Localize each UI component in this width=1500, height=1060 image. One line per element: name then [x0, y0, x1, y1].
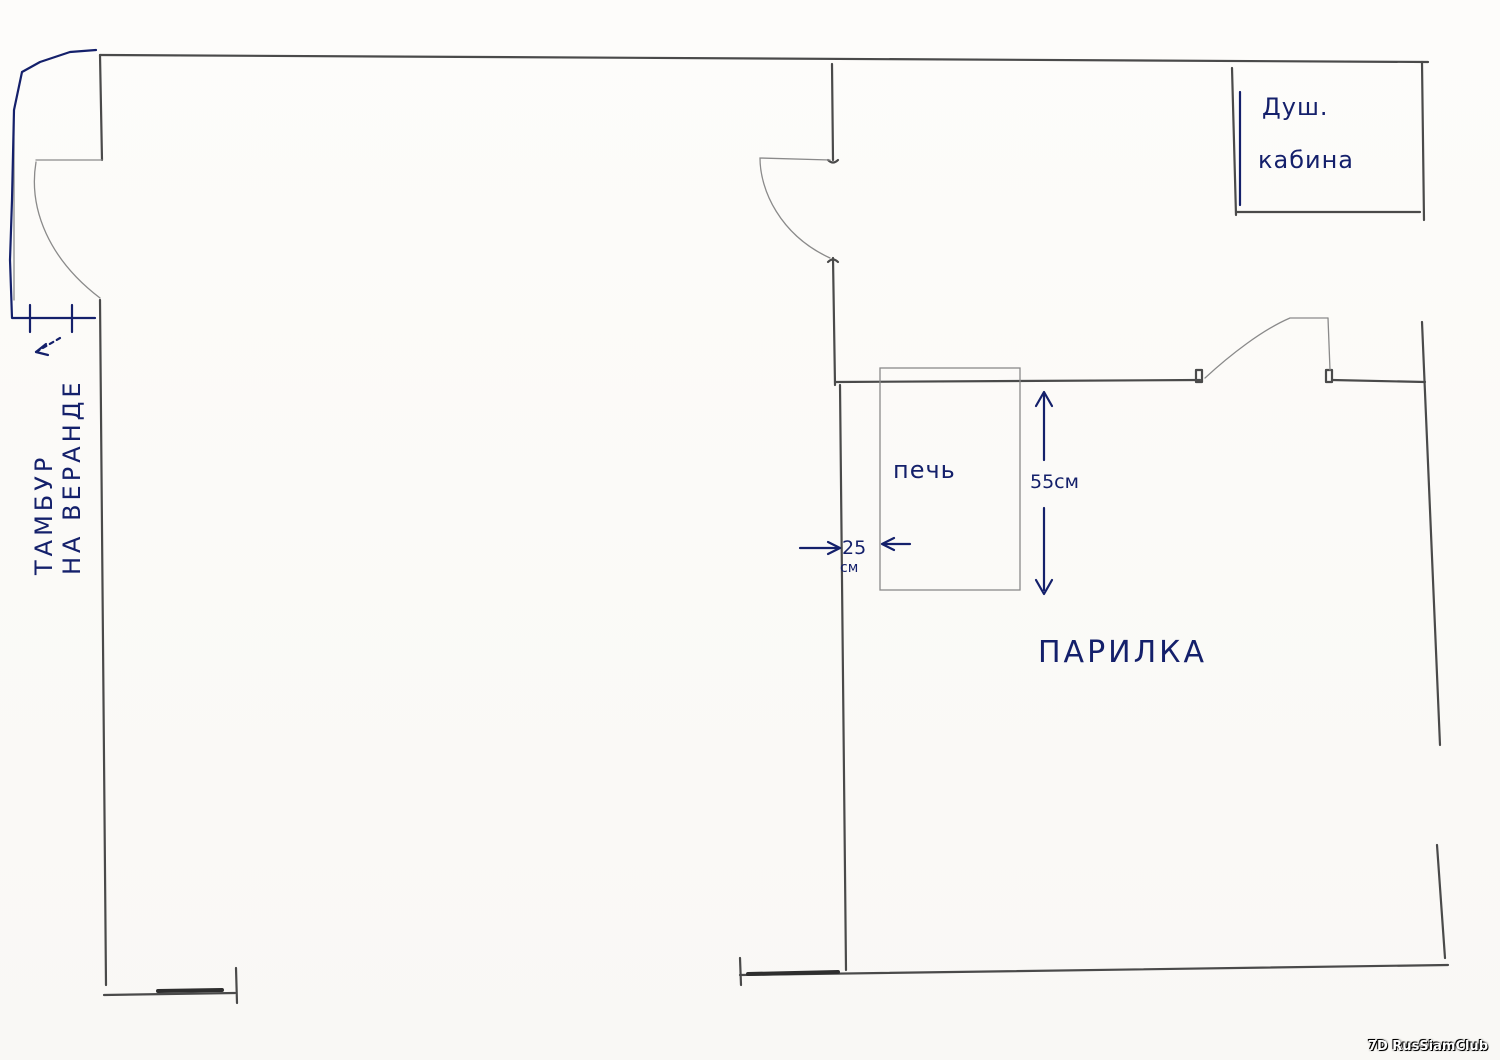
steam-room-top-wall — [833, 317, 1427, 384]
shower-label-line1: Душ. — [1262, 93, 1329, 121]
bottom-wall-right-thick — [746, 970, 840, 976]
partition-door-hinge-bottom — [826, 258, 840, 264]
steam-door-swing-arc — [1204, 317, 1329, 379]
side-dim-value: 25 — [842, 537, 866, 559]
stove-side-dimension: 25 см — [798, 536, 912, 576]
bottom-wall-left-thick — [156, 988, 224, 993]
right-wall-lower — [1435, 843, 1447, 960]
right-wall-middle — [1420, 320, 1442, 747]
stove-label: печь — [893, 456, 956, 484]
steam-room-left-wall — [838, 383, 848, 972]
left-wall-upper — [98, 53, 104, 162]
bottom-right-door-jamb — [738, 956, 743, 987]
partition-middle — [831, 256, 837, 387]
height-dim-label: 55см — [1030, 471, 1079, 493]
partition-door-hinge-top — [826, 158, 840, 164]
outer-walls — [98, 53, 1450, 1005]
vestibule-dashed-line — [34, 336, 62, 354]
stove-outline — [879, 367, 1021, 591]
steam-door-jamb-right — [1324, 368, 1334, 384]
steam-room-label: ПАРИЛКА — [1038, 635, 1207, 670]
height-dim-arrow-up-icon — [1034, 390, 1054, 408]
watermark: 7D RusSiamClub — [1367, 1039, 1488, 1054]
steam-door-jamb-left — [1194, 368, 1204, 384]
vestibule-outline — [8, 48, 98, 357]
partition-door-swing-arc — [759, 157, 831, 259]
side-dim-unit: см — [840, 560, 858, 576]
height-dim-arrow-down-icon — [1034, 578, 1054, 596]
partition-upper — [830, 62, 835, 162]
side-dim-arrow-left-icon — [826, 540, 842, 556]
bottom-wall-left — [102, 991, 237, 997]
steam-room-top-wall-right — [1330, 378, 1427, 384]
vestibule-label-line1: ТАМБУР — [30, 454, 58, 576]
steam-door-leaf — [1327, 317, 1331, 371]
steam-room-top-wall-left — [833, 378, 1202, 384]
vestibule-wall — [8, 48, 98, 320]
top-wall — [98, 53, 1430, 64]
shower-label-line2: кабина — [1258, 146, 1354, 174]
entrance-door — [13, 119, 103, 301]
entrance-door-swing-arc — [33, 161, 101, 299]
stove: печь — [879, 367, 1021, 591]
left-wall-lower — [98, 298, 108, 987]
right-wall-upper — [1420, 60, 1426, 222]
shower-cabin-left-wall — [1230, 66, 1238, 217]
interior-partition — [759, 62, 848, 972]
vestibule-label-line2: НА ВЕРАНДЕ — [58, 378, 86, 575]
vestibule-label: ТАМБУР НА ВЕРАНДЕ — [30, 378, 86, 576]
shower-cabin: Душ. кабина — [1230, 66, 1422, 217]
bottom-wall-right — [738, 963, 1450, 977]
bottom-left-door-jamb — [234, 966, 239, 1005]
side-dim-arrow-right-icon — [880, 536, 896, 552]
stove-height-dimension: 55см — [1030, 390, 1079, 596]
